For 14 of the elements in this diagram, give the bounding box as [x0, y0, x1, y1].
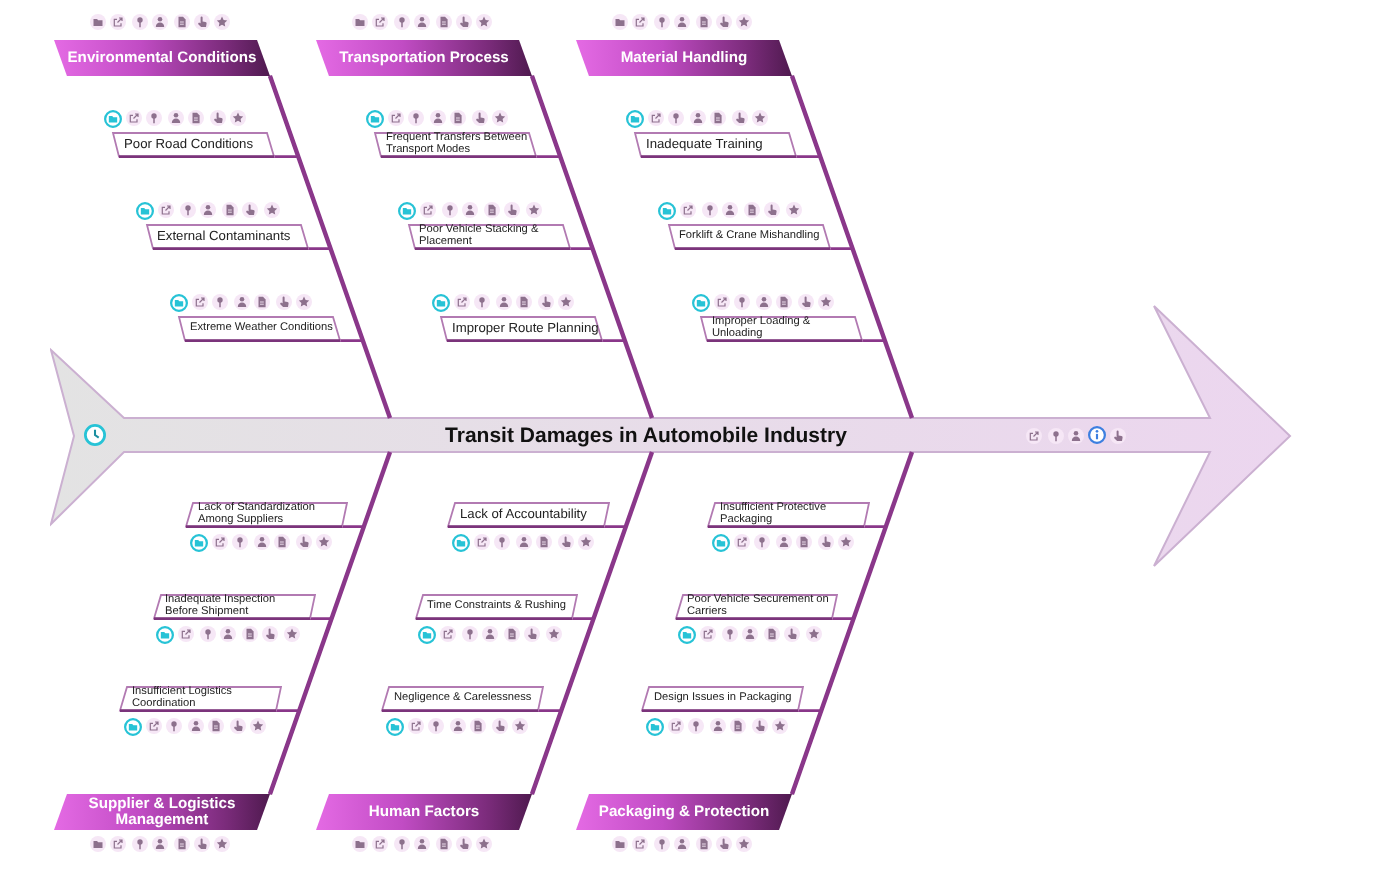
bone-line	[789, 451, 915, 795]
cause-line	[530, 709, 563, 795]
cause-line	[790, 709, 823, 795]
cause-line	[790, 75, 887, 342]
bone-line	[267, 451, 393, 795]
cause-line	[268, 709, 301, 795]
cause-line	[268, 75, 365, 342]
effect-arrow	[50, 304, 1294, 568]
bone-line	[529, 75, 655, 419]
bone-line	[789, 75, 915, 419]
cause-line	[530, 75, 627, 342]
bone-line	[529, 451, 655, 795]
effect-label: Transit Damages in Automobile Industry	[445, 423, 847, 447]
bone-line	[267, 75, 393, 419]
